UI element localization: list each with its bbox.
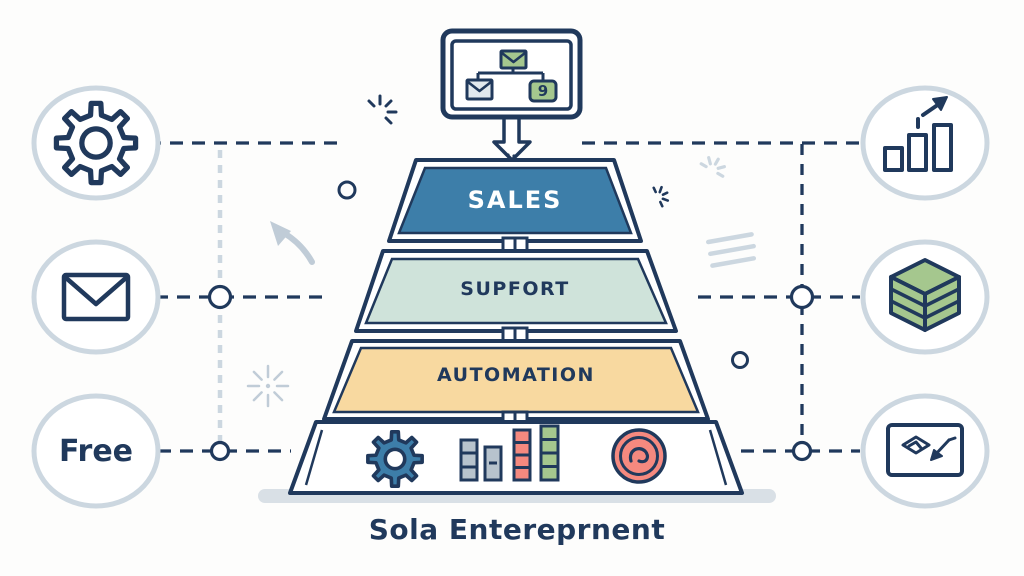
pyramid-label-automation: AUTOMATION (437, 364, 595, 386)
pyramid-layer-automation (322, 339, 710, 421)
dot-circle-icon (731, 351, 749, 369)
sparkle-icon (367, 94, 398, 125)
decorations (246, 94, 757, 408)
flowchart-envelope-green (499, 49, 528, 70)
stack-cube-icon (889, 258, 961, 332)
flowchart-badge-label: 9 (537, 82, 549, 100)
right-column (860, 85, 990, 509)
envelope-icon (61, 272, 131, 322)
gear-icon (366, 430, 424, 488)
pyramid-layer-tools (288, 420, 744, 495)
gear-icon (56, 103, 135, 182)
pyramid-label-sales: SALES (467, 186, 563, 214)
pyramid-label-supfort: SUPFORT (460, 278, 570, 300)
node-circle (207, 284, 233, 310)
node-circle (791, 440, 813, 462)
left-column (31, 85, 161, 509)
triple-lines-icon (706, 232, 757, 268)
dot-circle-icon (337, 180, 357, 200)
arrow-down-icon (492, 115, 532, 162)
node-circle (789, 284, 815, 310)
pyramid-layer-supfort (354, 249, 678, 333)
node-circle (209, 440, 231, 462)
curved-arrow-icon (270, 221, 315, 265)
flowchart-envelope-gray (465, 78, 494, 101)
diagram-title: Sola Entereprnent (368, 513, 666, 546)
sparkle-icon (652, 185, 670, 208)
pyramid-layer-sales (387, 158, 643, 243)
starburst-icon (246, 364, 290, 408)
free-label: Free (58, 434, 134, 469)
sync-badge-icon (611, 428, 667, 484)
pyramid (288, 158, 744, 495)
monitor-icon (440, 28, 583, 162)
connector-nodes (207, 284, 815, 462)
click-card-icon (886, 423, 964, 477)
circle-free (31, 393, 161, 509)
connector-lines (148, 141, 860, 453)
flowchart-badge (528, 79, 558, 103)
sparkle-icon (699, 156, 726, 178)
growth-chart-icon (883, 96, 953, 172)
bar-meters-icon (459, 424, 560, 482)
